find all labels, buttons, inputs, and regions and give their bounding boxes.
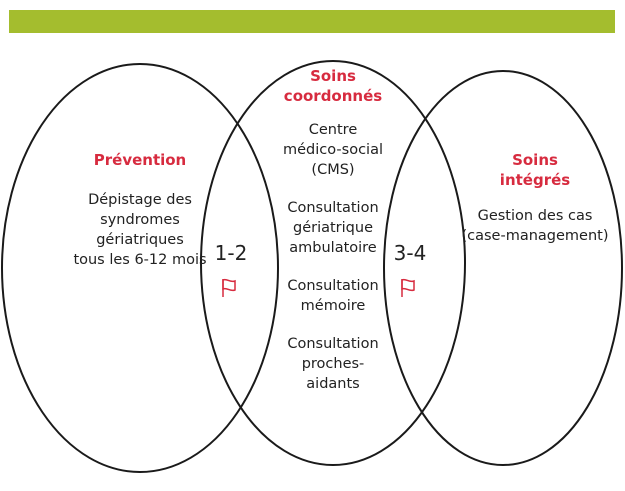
prevention-line: gériatriques [96, 232, 184, 248]
integrated-care-title: Soins [512, 151, 558, 169]
overlap-label-1-2: 1-2 [214, 241, 248, 265]
center-item-line: Consultation [287, 336, 379, 352]
prevention-title: Prévention [93, 151, 187, 169]
coordinated-care-title: Soins [310, 67, 356, 85]
integrated-care-line: Gestion des cas [477, 208, 593, 224]
integrated-care-ellipse [383, 70, 623, 466]
coordinated-care-block: Soins coordonnés Centre médico-social (C… [253, 66, 413, 394]
center-item-line: gériatrique [293, 220, 373, 236]
coordinated-care-title: coordonnés [283, 87, 383, 105]
integrated-care-line: (case-management) [461, 228, 609, 244]
integrated-care-title: intégrés [499, 171, 571, 189]
prevention-line: Dépistage des [88, 192, 192, 208]
prevention-line: syndromes [100, 212, 180, 228]
center-item-line: (CMS) [311, 162, 355, 178]
center-item-line: mémoire [300, 298, 366, 314]
overlap-label-3-4: 3-4 [393, 241, 427, 265]
center-item-line: Centre [308, 122, 358, 138]
coordinated-care-ellipse [200, 60, 466, 466]
header-bar [9, 10, 615, 33]
center-item-line: Consultation [287, 200, 379, 216]
center-item-line: Consultation [287, 278, 379, 294]
flag-icon [401, 278, 415, 297]
integrated-care-block: Soins intégrés Gestion des cas (case-man… [450, 150, 620, 246]
center-item-line: ambulatoire [289, 240, 377, 256]
prevention-block: Prévention Dépistage des syndromes géria… [40, 150, 240, 270]
flag-icon [222, 278, 236, 297]
prevention-ellipse [1, 63, 279, 473]
center-item-line: proches- [301, 356, 365, 372]
center-item-line: médico-social [283, 142, 383, 158]
prevention-line: tous les 6-12 mois [73, 252, 207, 268]
center-item-line: aidants [306, 376, 360, 392]
